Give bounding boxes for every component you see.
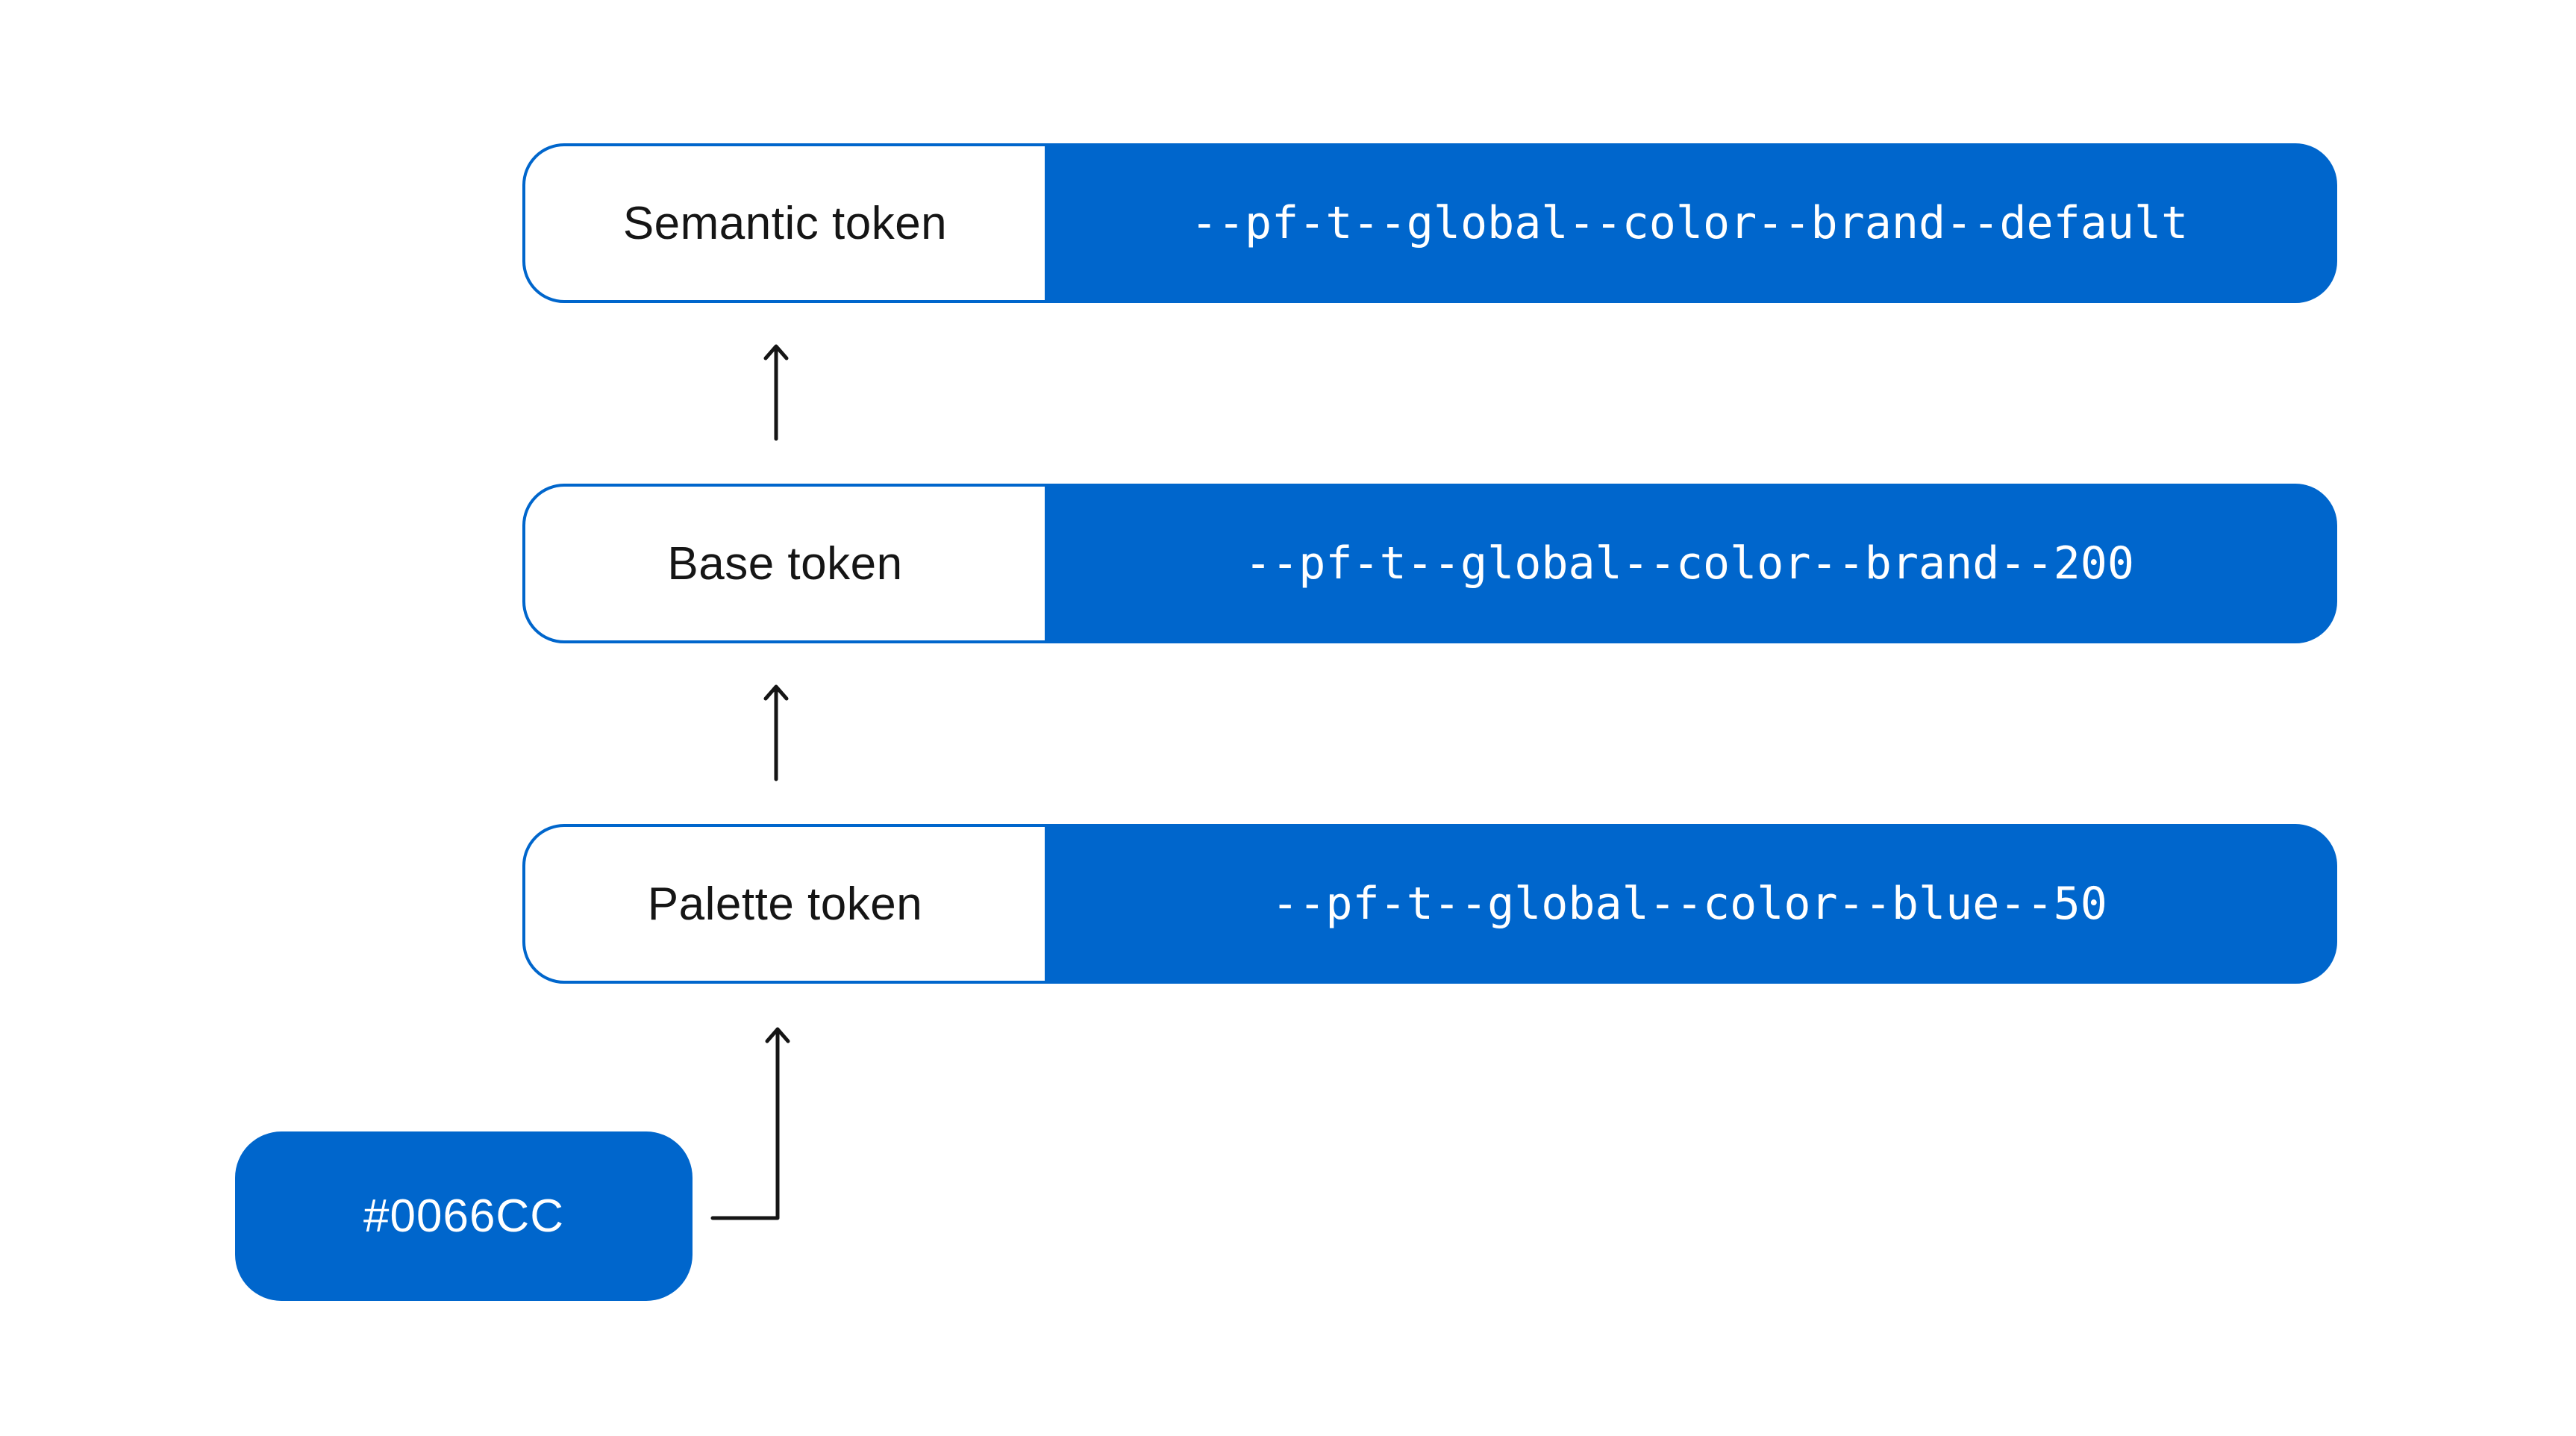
base-token-label: Base token [525, 487, 1045, 640]
semantic-token-label-text: Semantic token [622, 197, 948, 249]
palette-token-value: --pf-t--global--color--blue--50 [1045, 827, 2334, 981]
palette-token-label-text: Palette token [647, 878, 923, 930]
palette-token-label: Palette token [525, 827, 1045, 981]
palette-token-value-text: --pf-t--global--color--blue--50 [1272, 878, 2107, 930]
palette-token-row: Palette token --pf-t--global--color--blu… [522, 824, 2337, 984]
elbow-arrow-hex-to-palette [710, 1027, 790, 1220]
up-arrow-base-to-semantic [763, 344, 789, 441]
semantic-token-value: --pf-t--global--color--brand--default [1045, 146, 2334, 300]
semantic-token-row: Semantic token --pf-t--global--color--br… [522, 143, 2337, 303]
hex-color-chip: #0066CC [235, 1131, 693, 1301]
semantic-token-value-text: --pf-t--global--color--brand--default [1190, 197, 2189, 249]
hex-color-value: #0066CC [363, 1190, 564, 1242]
up-arrow-palette-to-base [763, 684, 789, 781]
base-token-label-text: Base token [667, 537, 903, 590]
base-token-row: Base token --pf-t--global--color--brand-… [522, 484, 2337, 643]
base-token-value-text: --pf-t--global--color--brand--200 [1244, 537, 2135, 590]
base-token-value: --pf-t--global--color--brand--200 [1045, 487, 2334, 640]
semantic-token-label: Semantic token [525, 146, 1045, 300]
